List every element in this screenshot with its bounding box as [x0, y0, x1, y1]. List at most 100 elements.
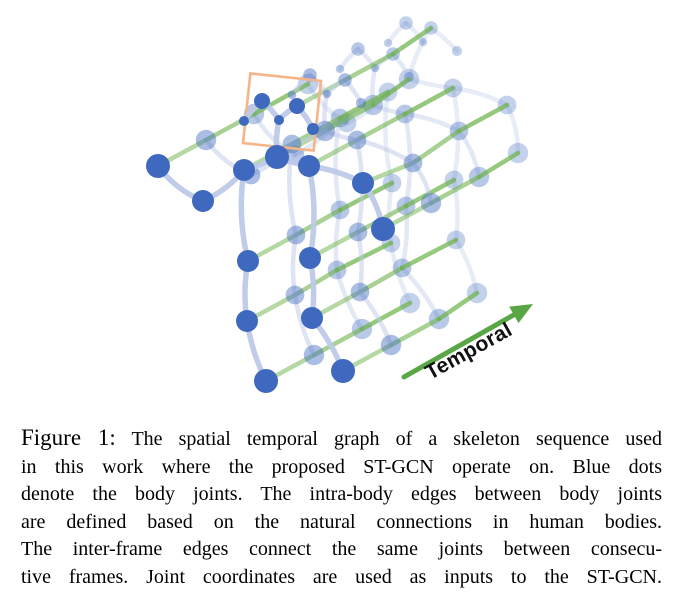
joint-dot — [254, 369, 278, 393]
bone-edge — [322, 128, 360, 143]
bone-edge — [289, 72, 313, 98]
bone-edge — [333, 207, 343, 273]
caption-text: The spatial temporal graph of a skeleton… — [131, 428, 662, 450]
joint-dot — [274, 115, 284, 125]
temporal-edge — [390, 25, 434, 57]
bone-edge — [337, 46, 361, 72]
bone-edge — [385, 20, 409, 46]
temporal-edge — [322, 102, 376, 134]
arrow-head-icon — [509, 304, 533, 324]
temporal-edge — [359, 300, 413, 332]
bone-edge — [388, 240, 413, 306]
joint-dot — [265, 145, 289, 169]
joint-dot — [298, 155, 320, 177]
joint-dot — [285, 285, 305, 305]
joint-dot — [287, 90, 297, 100]
bone-edge — [354, 137, 416, 166]
joint-dot — [420, 192, 442, 214]
temporal-edge — [334, 240, 394, 273]
temporal-edge — [292, 267, 340, 298]
bone-edge — [399, 265, 442, 322]
joint-dot — [195, 129, 217, 151]
bone-edge — [322, 91, 330, 134]
bone-edge — [428, 25, 460, 54]
skeleton-frame-1 — [195, 68, 442, 366]
joint-dot — [146, 154, 170, 178]
bone-edge — [357, 289, 394, 348]
bone-edge — [342, 77, 364, 106]
figure-caption: Figure 1: The spatial temporal graph of … — [21, 424, 662, 592]
joint-dot — [192, 190, 214, 212]
temporal-axis-arrow: Temporal — [401, 304, 533, 384]
joint-dot — [348, 222, 368, 242]
joint-dot — [237, 250, 259, 272]
temporal-edge — [311, 326, 365, 358]
bone-edge — [450, 85, 510, 108]
temporal-edge — [410, 128, 462, 166]
joint-dot — [351, 42, 365, 56]
temporal-edge — [436, 290, 480, 322]
bone-edge — [333, 115, 343, 213]
joint-dot — [380, 334, 402, 356]
joint-dot — [331, 359, 355, 383]
bone-edge — [383, 89, 395, 186]
joint-dot — [383, 38, 393, 48]
joint-dot — [289, 98, 305, 114]
joint-dot — [338, 73, 352, 87]
joint-dot — [322, 89, 332, 99]
bone-edge — [292, 292, 317, 358]
temporal-edge — [337, 89, 391, 121]
caption-line: Figure 1: The spatial temporal graph of … — [21, 424, 662, 454]
joint-dot — [355, 97, 367, 109]
joint-dot — [371, 217, 395, 241]
joint-dot — [254, 93, 270, 109]
bone-edge — [289, 128, 328, 147]
bone-edge — [287, 141, 299, 238]
bone-edge — [238, 167, 251, 264]
bone-edge — [306, 163, 317, 261]
bone-edge — [290, 232, 299, 298]
bone-edge — [399, 203, 410, 271]
joint-dot — [399, 16, 413, 30]
joint-dot — [301, 307, 323, 329]
bone-edge — [410, 160, 434, 206]
caption-line: denote the body joints. The intra-body e… — [21, 483, 662, 506]
skeleton-graph-figure: Temporal — [146, 16, 533, 393]
caption-line: in this work where the proposed ST-GCN o… — [21, 455, 662, 478]
joint-dot — [347, 130, 367, 150]
arrow-shaft — [401, 310, 520, 380]
joint-dot — [350, 282, 370, 302]
bone-edge — [453, 237, 480, 296]
bone-edge — [390, 51, 412, 80]
bone-edge — [403, 20, 426, 45]
skeleton-frame-0 — [146, 93, 395, 393]
caption-figure-label: Figure 1: — [21, 425, 116, 450]
joint-dot — [314, 120, 336, 142]
caption-line: are defined based on the natural connect… — [21, 510, 662, 533]
bone-edge — [406, 39, 426, 82]
bone-edge — [504, 102, 521, 156]
joint-dot — [233, 159, 255, 181]
temporal-edge — [354, 111, 408, 143]
bone-edge — [402, 111, 462, 134]
joint-dot — [239, 116, 249, 126]
caption-line: The inter-frame edges connect the same j… — [21, 538, 662, 561]
joint-dot — [236, 310, 258, 332]
joint-dot — [303, 344, 325, 366]
joint-dot — [335, 64, 345, 74]
bone-edge — [456, 128, 482, 180]
joint-dot — [418, 37, 428, 47]
joint-dot — [299, 247, 321, 269]
temporal-edge — [342, 51, 396, 83]
joint-dot — [403, 153, 423, 173]
temporal-edge — [476, 150, 521, 180]
temporal-edge — [357, 265, 405, 295]
bone-edge — [355, 229, 364, 295]
bone-edge — [451, 177, 460, 243]
temporal-edge — [399, 237, 459, 271]
temporal-edge — [293, 207, 343, 238]
joint-dot — [352, 172, 374, 194]
temporal-edge — [402, 85, 456, 117]
temporal-edge — [456, 102, 510, 134]
